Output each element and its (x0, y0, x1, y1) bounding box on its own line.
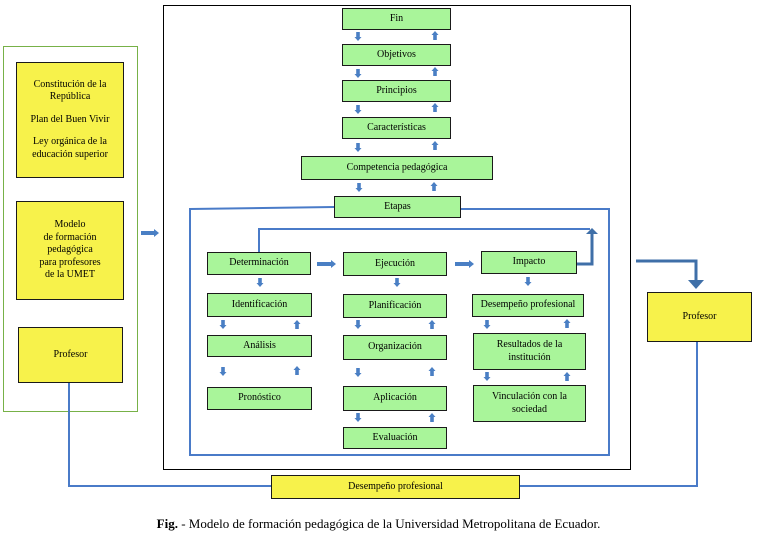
objetivos-box: Objetivos (342, 44, 451, 66)
ejecucion-box: Ejecución (343, 252, 447, 276)
legal-ley-organica: Ley orgánica de la educación superior (32, 136, 108, 160)
legal-framework-box: Constitución de la República Plan del Bu… (16, 62, 124, 178)
figure-caption: Fig. - Modelo de formación pedagógica de… (0, 516, 757, 532)
fin-box: Fin (342, 8, 451, 30)
profesor-left-box: Profesor (18, 327, 123, 383)
determinacion-box: Determinación (207, 252, 311, 275)
model-box: Modelo de formación pedagógica para prof… (16, 201, 124, 300)
planificacion-box: Planificación (343, 294, 447, 318)
desempeno-profesional-box: Desempeño profesional (271, 475, 520, 499)
desempeno-profesional-step-box: Desempeño profesional (472, 294, 584, 317)
aplicacion-box: Aplicación (343, 386, 447, 411)
legal-constitucion: Constitución de la República (33, 78, 107, 103)
impacto-box: Impacto (481, 251, 577, 274)
organizacion-box: Organización (343, 335, 447, 360)
competencia-box: Competencia pedagógica (301, 156, 493, 180)
caracteristicas-box: Características (342, 117, 451, 139)
profesor-right-box: Profesor (647, 292, 752, 342)
to-profesor-line (636, 259, 698, 281)
caption-label: Fig. (156, 516, 178, 531)
principios-box: Principios (342, 80, 451, 102)
pronostico-box: Pronóstico (207, 387, 312, 410)
evaluacion-box: Evaluación (343, 427, 447, 449)
caption-text: - Modelo de formación pedagógica de la U… (177, 516, 601, 531)
legal-buen-vivir: Plan del Buen Vivir (30, 113, 110, 125)
identificacion-box: Identificación (207, 293, 312, 317)
stages-frame (189, 208, 610, 456)
model-frame (163, 5, 631, 470)
etapas-box: Etapas (334, 196, 461, 218)
resultados-institucion-box: Resultados de la institución (473, 333, 586, 370)
arrow-down-icon (688, 280, 704, 289)
analisis-box: Análisis (207, 335, 312, 357)
vinculacion-sociedad-box: Vinculación con la sociedad (473, 385, 586, 422)
arrow-right-icon (141, 229, 159, 237)
